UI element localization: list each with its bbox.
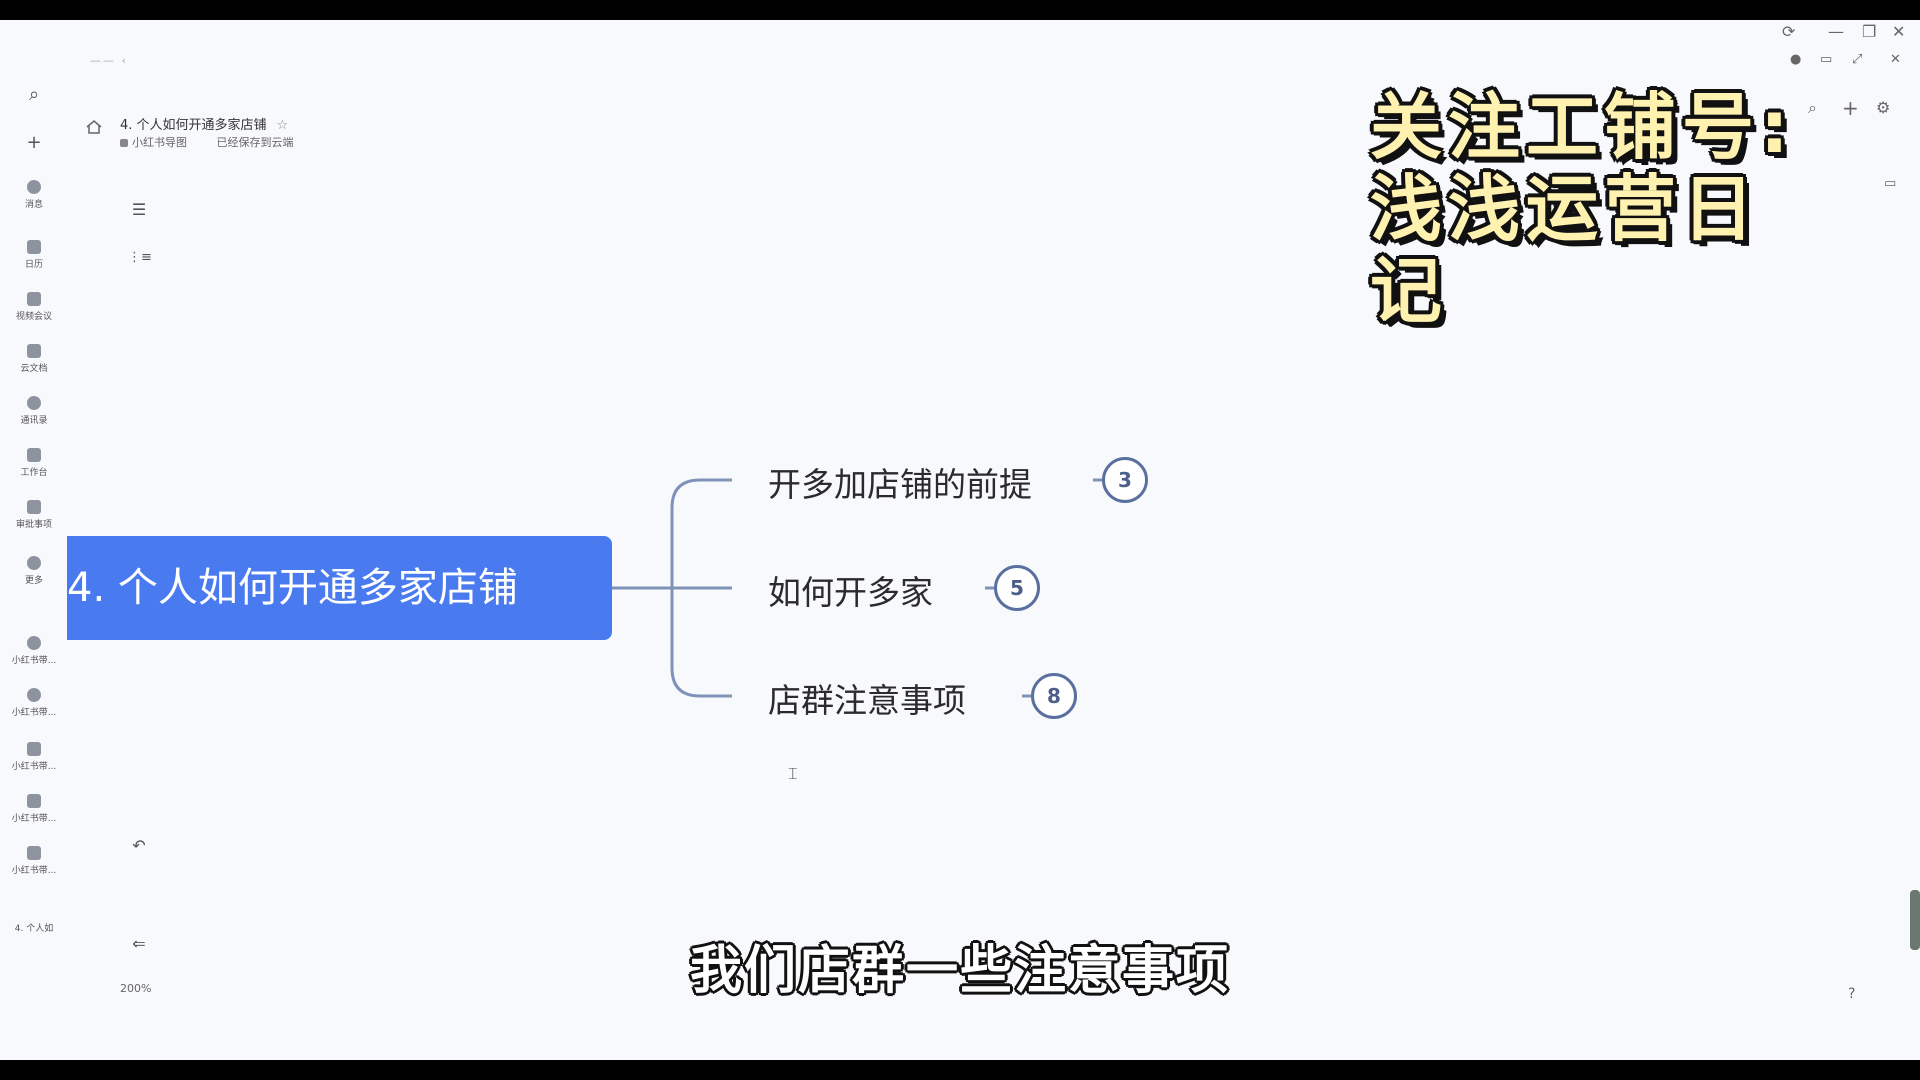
video-meeting-icon <box>27 292 41 306</box>
save-status: 已经保存到云端 <box>216 136 294 149</box>
doc-icon <box>27 794 41 808</box>
folder-link[interactable]: 小红书导图 <box>132 136 187 149</box>
search-icon[interactable]: ⌕ <box>28 84 40 105</box>
close-icon[interactable]: ✕ <box>1892 22 1906 41</box>
settings-icon[interactable]: ⚙ <box>1876 98 1891 117</box>
approval-icon <box>27 500 41 514</box>
star-icon[interactable]: ☆ <box>276 118 289 133</box>
watermark-overlay: 关注工铺号: 浅浅运营日记 <box>1370 85 1795 333</box>
rail-item-recent-doc[interactable]: 小红书带... <box>0 688 68 718</box>
branch-topic[interactable]: 开多加店铺的前提 <box>768 465 1032 504</box>
collapse-panel-icon[interactable]: ⋮≡ <box>128 250 152 265</box>
child-count-badge[interactable]: 8 <box>1031 673 1077 719</box>
back-icon[interactable]: ⇐ <box>132 934 146 953</box>
document-title[interactable]: 4. 个人如何开通多家店铺☆ <box>120 118 289 133</box>
doc-icon <box>27 688 41 702</box>
zoom-level[interactable]: 200% <box>120 982 152 995</box>
document-meta: 小红书导图 已经保存到云端 <box>120 134 294 150</box>
window-faint-title: —— ‹ <box>90 54 128 67</box>
search-icon[interactable]: ⌕ <box>1808 98 1817 117</box>
connector-branch-3 <box>670 588 732 698</box>
more-icon <box>27 556 41 570</box>
undo-icon[interactable]: ↶ <box>132 836 146 855</box>
messages-icon <box>27 180 41 194</box>
rail-item-contacts[interactable]: 通讯录 <box>0 396 68 426</box>
scrollbar-thumb[interactable] <box>1910 890 1920 950</box>
share-icon[interactable]: ● <box>1790 52 1802 67</box>
cloud-docs-icon <box>27 344 41 358</box>
expand-icon[interactable]: ⤢ <box>1852 52 1863 67</box>
app-sidebar: ⌕ + 消息 日历 视频会议 云文档 通讯录 工作台 审批事项 <box>0 20 68 1060</box>
calendar-icon <box>27 240 41 254</box>
outline-icon[interactable]: ☰ <box>131 200 147 219</box>
child-count-badge[interactable]: 3 <box>1102 457 1148 503</box>
add-icon[interactable]: + <box>1842 96 1859 120</box>
help-icon[interactable]: ? <box>1848 986 1856 1002</box>
connector-branch-1 <box>670 478 732 588</box>
child-count-badge[interactable]: 5 <box>994 565 1040 611</box>
folder-icon <box>120 139 128 147</box>
doc-icon <box>27 742 41 756</box>
close-doc-icon[interactable]: ✕ <box>1890 52 1901 67</box>
present-icon[interactable]: ▭ <box>1820 52 1833 67</box>
comment-icon[interactable]: ▭ <box>1884 176 1897 191</box>
branch-topic[interactable]: 店群注意事项 <box>768 681 966 720</box>
rail-item-video-meeting[interactable]: 视频会议 <box>0 292 68 322</box>
maximize-icon[interactable]: ❐ <box>1862 22 1877 41</box>
workbench-icon <box>27 448 41 462</box>
rail-item-calendar[interactable]: 日历 <box>0 240 68 270</box>
rail-item-more[interactable]: 更多 <box>0 556 68 586</box>
minimize-icon[interactable]: — <box>1828 22 1844 41</box>
rail-item-recent-doc[interactable]: 小红书带... <box>0 636 68 666</box>
contacts-icon <box>27 396 41 410</box>
plus-icon[interactable]: + <box>26 132 42 153</box>
central-topic[interactable]: 4. 个人如何开通多家店铺 <box>67 536 612 640</box>
cursor-icon: ⌶ <box>788 764 798 783</box>
rail-item-recent-doc[interactable]: 小红书带... <box>0 846 68 876</box>
rail-item-recent-doc[interactable]: 小红书带... <box>0 742 68 772</box>
doc-icon <box>27 636 41 650</box>
app-window: —— ‹ ⟳ — ❐ ✕ ● ▭ ⤢ ✕ ⌕ + 消息 日历 视频会议 云文档 … <box>0 20 1920 1060</box>
rail-item-current-doc[interactable]: 4. 个人如 <box>14 924 54 934</box>
refresh-icon[interactable]: ⟳ <box>1782 22 1796 41</box>
video-subtitle: 我们店群一些注意事项 <box>689 941 1230 1001</box>
rail-item-workbench[interactable]: 工作台 <box>0 448 68 478</box>
home-icon[interactable] <box>86 120 102 134</box>
doc-icon <box>27 846 41 860</box>
rail-item-recent-doc[interactable]: 小红书带... <box>0 794 68 824</box>
rail-item-approval[interactable]: 审批事项 <box>0 500 68 530</box>
rail-item-cloud-docs[interactable]: 云文档 <box>0 344 68 374</box>
branch-topic[interactable]: 如何开多家 <box>768 573 933 612</box>
rail-item-messages[interactable]: 消息 <box>0 180 68 210</box>
